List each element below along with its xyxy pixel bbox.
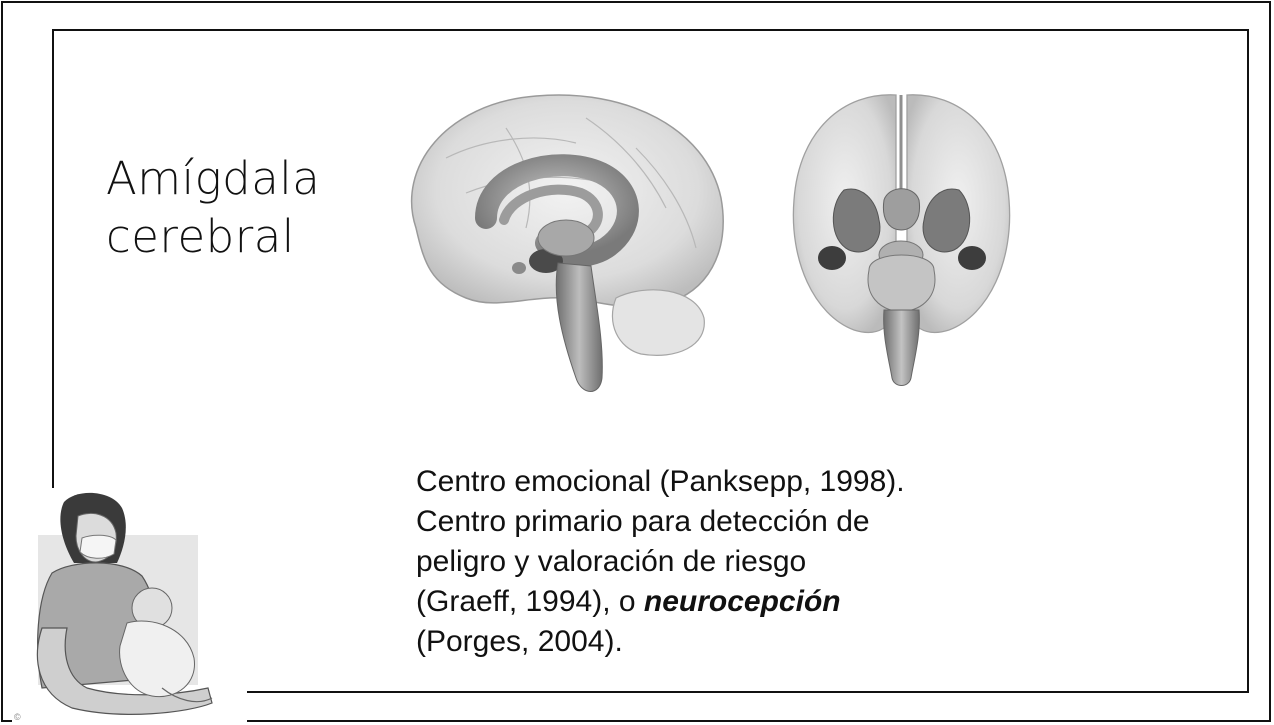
body-line-2: Centro primario para detección de [416,505,870,538]
title-line-2: cerebral [106,210,295,263]
slide-title: Amígdala cerebral [106,150,320,266]
emphasis-neurocepcion: neurocepción [643,585,841,618]
mother-baby-illustration: © [12,488,247,725]
body-line-4-text: (Graeff, 1994), o [416,585,644,618]
body-line-3: peligro y valoración de riesgo [416,545,807,578]
body-line-5: (Porges, 2004). [416,625,623,658]
brain-lateral-image [410,94,724,392]
body-line-1: Centro emocional (Panksepp, 1998). [416,465,905,498]
svg-text:©: © [14,712,21,722]
title-line-1: Amígdala [106,152,321,205]
body-line-4: (Graeff, 1994), o neurocepción [416,582,905,622]
brain-frontal-image [792,94,1011,386]
slide-body-text: Centro emocional (Panksepp, 1998). Centr… [416,462,905,662]
